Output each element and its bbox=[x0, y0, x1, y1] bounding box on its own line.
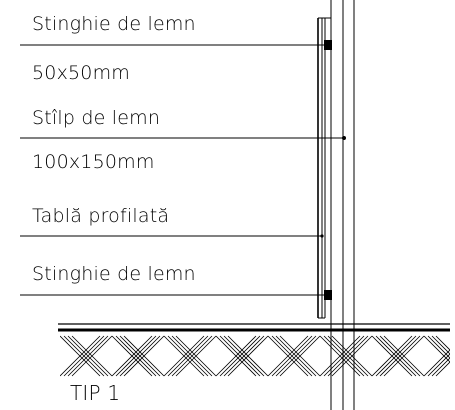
label-rail-top-name: Stinghie de lemn bbox=[32, 13, 196, 35]
label-post-name: Stîlp de lemn bbox=[32, 107, 160, 129]
drawing-title: TIP 1 bbox=[70, 381, 120, 405]
label-sheet-name: Tablă profilată bbox=[32, 205, 169, 227]
label-rail-top-size: 50x50mm bbox=[32, 62, 130, 84]
leader-lines bbox=[20, 44, 344, 296]
wooden-post bbox=[318, 0, 355, 410]
profiled-sheet bbox=[317, 18, 326, 319]
ground-line bbox=[58, 323, 450, 332]
label-rail-bottom-name: Stinghie de lemn bbox=[32, 263, 196, 285]
soil-hatch bbox=[60, 335, 450, 377]
label-post-size: 100x150mm bbox=[32, 151, 155, 173]
